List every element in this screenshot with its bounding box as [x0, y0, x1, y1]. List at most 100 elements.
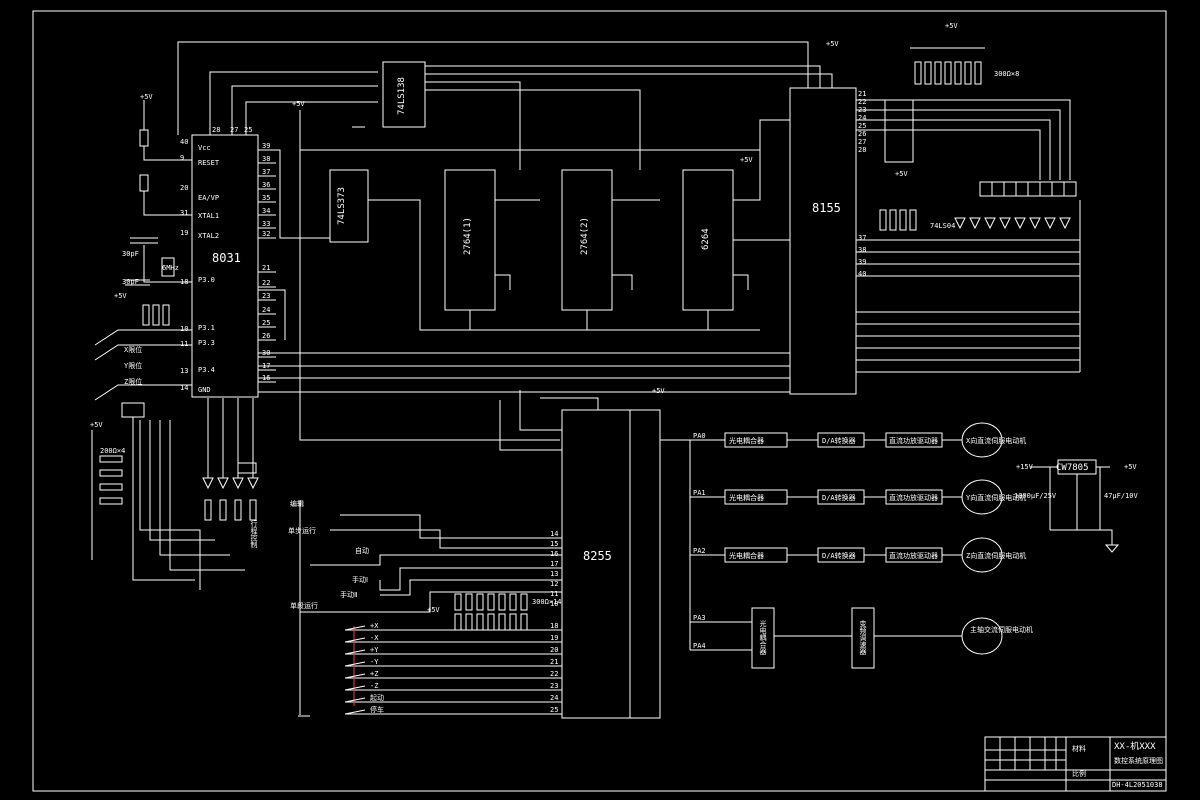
- travel-control-label: 行程控制: [250, 519, 258, 549]
- tb-field-material: 材料: [1072, 744, 1086, 753]
- io8155-pin-number: 39: [858, 258, 866, 266]
- reg-input-label: +15V: [1016, 463, 1034, 471]
- axis-switch-label[interactable]: +Y: [370, 646, 379, 654]
- io8255-pin-number: 24: [550, 694, 558, 702]
- limit-switch-label[interactable]: X限位: [124, 345, 142, 354]
- switch-contact: [344, 637, 366, 643]
- switch-contact: [344, 673, 366, 679]
- decoder-vcc-label: +5V: [292, 100, 305, 108]
- io8155-pin-number: 28: [858, 146, 866, 154]
- cpu-pin-number: 39: [262, 142, 270, 150]
- cpu-pin-label: RESET: [198, 159, 220, 167]
- limit-switch-label[interactable]: Y限位: [124, 361, 142, 370]
- cpu-pin-number: 32: [262, 230, 270, 238]
- spindle-vfd: 变频调速器: [859, 619, 867, 656]
- axis-switch-label[interactable]: -Z: [370, 682, 378, 690]
- cpu-pin-label: GND: [198, 386, 211, 394]
- servo-motor-label: Z向直流伺服电动机: [966, 551, 1026, 560]
- cpu-pin-number: 19: [180, 229, 188, 237]
- key-vcc-label: +5V: [895, 170, 908, 178]
- io8255-pin-number: 12: [550, 580, 558, 588]
- cpu-pin-number: 14: [180, 384, 188, 392]
- io8255-pin-number: 13: [550, 570, 558, 578]
- cpu-pin-number: 27: [230, 126, 238, 134]
- io8155-label: 8155: [812, 201, 841, 215]
- crystal-label: 6MHz: [162, 264, 179, 272]
- switch-contact: [344, 649, 366, 655]
- title-block: XX-机XXX 数控系统原理图 材料 比例 DH-4L2051038: [984, 736, 1167, 792]
- dac-label: D/A转换器: [822, 436, 856, 445]
- axis-switch-label[interactable]: 停车: [370, 705, 384, 714]
- optocoupler-label: 光电耦合器: [729, 436, 764, 445]
- cpu-pin-number: 38: [262, 155, 270, 163]
- port-label: PA4: [693, 642, 706, 650]
- io8255-pin-number: 16: [550, 550, 558, 558]
- inverter-label: 74LS04: [930, 222, 955, 230]
- optocoupler-label: 光电耦合器: [729, 551, 764, 560]
- axis-switch-label[interactable]: +X: [370, 622, 379, 630]
- drawing-subtitle: 数控系统原理图: [1114, 756, 1163, 765]
- axis-switch-label[interactable]: -X: [370, 634, 379, 642]
- spindle-motor: 主轴交流伺服电动机: [970, 625, 1033, 634]
- io8155-vcc-label: +5V: [826, 40, 839, 48]
- servo-motor-label: X向直流伺服电动机: [966, 436, 1026, 445]
- switch-contact: [344, 709, 366, 715]
- latch-label: 74LS373: [337, 187, 347, 225]
- respack8255-label: 300Ω×14: [532, 598, 562, 606]
- switch-manual2[interactable]: 手动Ⅱ: [340, 590, 357, 599]
- eprom-2764-1[interactable]: 2764(1): [444, 169, 496, 311]
- axis-switch-label[interactable]: +Z: [370, 670, 378, 678]
- io-8255[interactable]: 8255: [561, 409, 631, 719]
- tb-field-scale: 比例: [1072, 769, 1086, 778]
- cap2-label: 30pF: [122, 278, 139, 286]
- io8255-pin-number: 19: [550, 634, 558, 642]
- respack-vcc-label: +5V: [945, 22, 958, 30]
- ram-6264[interactable]: 6264: [682, 169, 734, 311]
- drawing-title: XX-机XXX: [1114, 740, 1156, 752]
- io8155-pin-number: 25: [858, 122, 866, 130]
- switch-manual1[interactable]: 手动Ⅰ: [352, 575, 368, 584]
- switch-continuous[interactable]: 单段运行: [290, 601, 318, 610]
- io8155-pin-number: 27: [858, 138, 866, 146]
- eprom-2764-2[interactable]: 2764(2): [561, 169, 613, 311]
- switch-single-step[interactable]: 单步运行: [288, 526, 316, 535]
- cpu-pin-number: 31: [180, 209, 188, 217]
- cpu-pin-number: 13: [180, 367, 188, 375]
- io8255-pin-number: 17: [550, 560, 558, 568]
- latch-74ls373[interactable]: 74LS373: [329, 169, 369, 243]
- spindle-chain: 光电耦合器 变频调速器 主轴交流伺服电动机: [751, 607, 1033, 669]
- cpu-pin-number: 21: [262, 264, 270, 272]
- cpu-pin-number: 20: [180, 184, 188, 192]
- led-vcc-label: +5V: [90, 421, 103, 429]
- cpu-pin-number: 34: [262, 207, 270, 215]
- axis-switch-label[interactable]: -Y: [370, 658, 379, 666]
- cpu-label: 8031: [212, 251, 241, 265]
- cpu-pin-number: 33: [262, 220, 270, 228]
- cpu-pin-label: P3.0: [198, 276, 215, 284]
- reg-cap2-label: 47μF/10V: [1104, 492, 1139, 500]
- cpu-8031[interactable]: 8031 VccRESETEA/VPXTAL1XTAL2P3.0P3.1P3.3…: [180, 126, 276, 398]
- cpu-pin-number: 26: [262, 332, 270, 340]
- io8155-pin-number: 21: [858, 90, 866, 98]
- cpu-pin-label: XTAL1: [198, 212, 219, 220]
- cpu-pin-label: P3.3: [198, 339, 215, 347]
- switch-auto[interactable]: 自动: [355, 546, 369, 555]
- io8255-pin-number: 11: [550, 590, 558, 598]
- decoder-label: 74LS138: [397, 77, 407, 115]
- address-data-bus: [91, 41, 1120, 719]
- servo-motor-symbol: [961, 479, 1003, 515]
- driver-label: 直流功放驱动器: [889, 493, 938, 502]
- io8155-pin-number: 37: [858, 234, 866, 242]
- eprom1-label: 2764(1): [463, 217, 473, 255]
- limit-switch-label[interactable]: Z限位: [124, 377, 142, 386]
- axis-switch-label[interactable]: 起动: [370, 693, 384, 702]
- cpu-pin-number: 25: [262, 319, 270, 327]
- decoder-74ls138[interactable]: 74LS138: [382, 61, 426, 128]
- dac-label: D/A转换器: [822, 493, 856, 502]
